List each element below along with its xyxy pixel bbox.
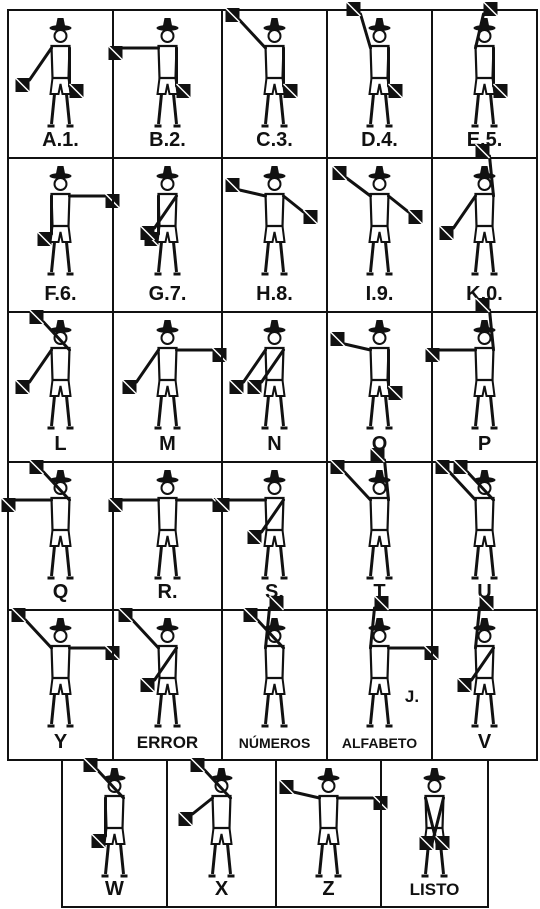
signal-cell-0-0: A.1. xyxy=(8,10,113,158)
signal-cell-5-3: LISTO xyxy=(381,760,488,907)
signal-cell-3-4: U xyxy=(432,460,537,610)
signal-label-4-4: V xyxy=(478,731,492,753)
signal-label-4-3: ALFABETO xyxy=(342,735,417,751)
scout-figure-4-0 xyxy=(12,608,120,726)
scout-figure-1-1 xyxy=(141,166,181,274)
signal-label-3-0: Q xyxy=(53,581,69,603)
signal-label-2-2: N xyxy=(267,433,281,455)
signal-cell-2-3: O xyxy=(327,312,432,462)
scout-figure-2-4 xyxy=(426,298,498,428)
scout-figure-4-1 xyxy=(119,608,181,726)
scout-figure-4-3 xyxy=(367,596,439,726)
signal-cell-4-0: Y xyxy=(8,608,120,760)
signal-label-1-3: I.9. xyxy=(366,283,394,305)
scout-figure-2-1 xyxy=(123,320,227,428)
signal-cell-1-1: G.7. xyxy=(113,158,222,312)
signal-cell-2-0: L xyxy=(8,310,113,462)
scout-figure-3-4 xyxy=(436,460,498,578)
scout-figure-0-3 xyxy=(347,2,403,126)
signal-label-2-0: L xyxy=(54,433,66,455)
signal-cell-2-2: N xyxy=(222,312,327,462)
scout-figure-3-1 xyxy=(109,470,227,578)
scout-figure-1-0 xyxy=(38,166,120,274)
signal-label-1-0: F.6. xyxy=(44,283,76,305)
signal-cell-2-4: P xyxy=(426,298,538,462)
signal-label-0-0: A.1. xyxy=(42,129,79,151)
signal-label-5-2: Z xyxy=(322,878,334,900)
signal-extra-label-4-3: J. xyxy=(405,687,419,706)
signal-cell-0-1: B.2. xyxy=(109,10,223,158)
signal-cell-0-4: E.5. xyxy=(432,2,537,158)
signal-label-5-3: LISTO xyxy=(410,880,460,899)
signal-cell-0-2: C.3. xyxy=(222,8,327,158)
signal-cell-4-4: V xyxy=(432,596,537,760)
signal-cell-0-3: D.4. xyxy=(327,2,432,158)
signal-label-2-4: P xyxy=(478,433,491,455)
scout-figure-3-3 xyxy=(331,448,393,578)
signal-cell-5-1: X xyxy=(167,758,276,907)
signal-cell-1-3: I.9. xyxy=(327,158,432,312)
signal-cell-3-2: S. xyxy=(216,462,328,610)
scout-figure-4-4 xyxy=(458,596,498,726)
scout-figure-3-2 xyxy=(216,470,288,578)
signal-label-0-3: D.4. xyxy=(361,129,398,151)
signal-cell-3-3: T xyxy=(327,448,432,610)
scout-figure-0-0 xyxy=(16,18,84,126)
signal-cell-1-4: K.0. xyxy=(432,144,537,312)
scout-figure-5-0 xyxy=(84,758,128,876)
signal-cell-4-3: ALFABETO J. xyxy=(327,596,439,760)
scout-figure-1-4 xyxy=(440,144,498,274)
scout-figure-2-2 xyxy=(230,320,288,428)
signal-cell-4-1: ERROR xyxy=(113,608,222,760)
signal-cell-1-0: F.6. xyxy=(8,158,120,312)
scout-figure-0-4 xyxy=(472,2,508,126)
scout-figure-0-2 xyxy=(226,8,298,126)
signal-label-5-1: X xyxy=(215,878,229,900)
signal-label-1-2: H.8. xyxy=(256,283,293,305)
signal-label-5-0: W xyxy=(105,878,124,900)
signal-cell-2-1: M xyxy=(113,312,227,462)
signal-label-2-1: M xyxy=(159,433,176,455)
signal-label-1-1: G.7. xyxy=(149,283,187,305)
signal-cell-1-2: H.8. xyxy=(222,158,327,312)
scout-figure-2-3 xyxy=(331,320,403,428)
scout-figure-5-3 xyxy=(420,768,450,876)
signal-label-0-2: C.3. xyxy=(256,129,293,151)
signal-label-3-1: R. xyxy=(158,581,178,603)
signal-cell-5-2: Z xyxy=(276,760,388,907)
scout-figure-1-2 xyxy=(226,166,318,274)
scout-figure-0-1 xyxy=(109,18,191,126)
scout-figure-5-2 xyxy=(280,768,388,876)
scout-figure-5-1 xyxy=(179,758,235,876)
scout-figure-1-3 xyxy=(333,166,423,274)
scout-figure-4-2 xyxy=(244,596,288,726)
signal-label-4-2: NÚMEROS xyxy=(239,734,311,751)
signal-cell-5-0: W xyxy=(62,758,167,907)
signal-cell-4-2: NÚMEROS xyxy=(222,596,327,760)
signal-label-4-1: ERROR xyxy=(137,733,198,752)
scout-figure-3-0 xyxy=(2,460,74,578)
signal-label-4-0: Y xyxy=(54,731,68,753)
signal-label-0-1: B.2. xyxy=(149,129,186,151)
scout-figure-2-0 xyxy=(16,310,74,428)
signal-cell-3-1: R. xyxy=(109,462,227,610)
signal-cell-3-0: Q xyxy=(2,460,114,610)
